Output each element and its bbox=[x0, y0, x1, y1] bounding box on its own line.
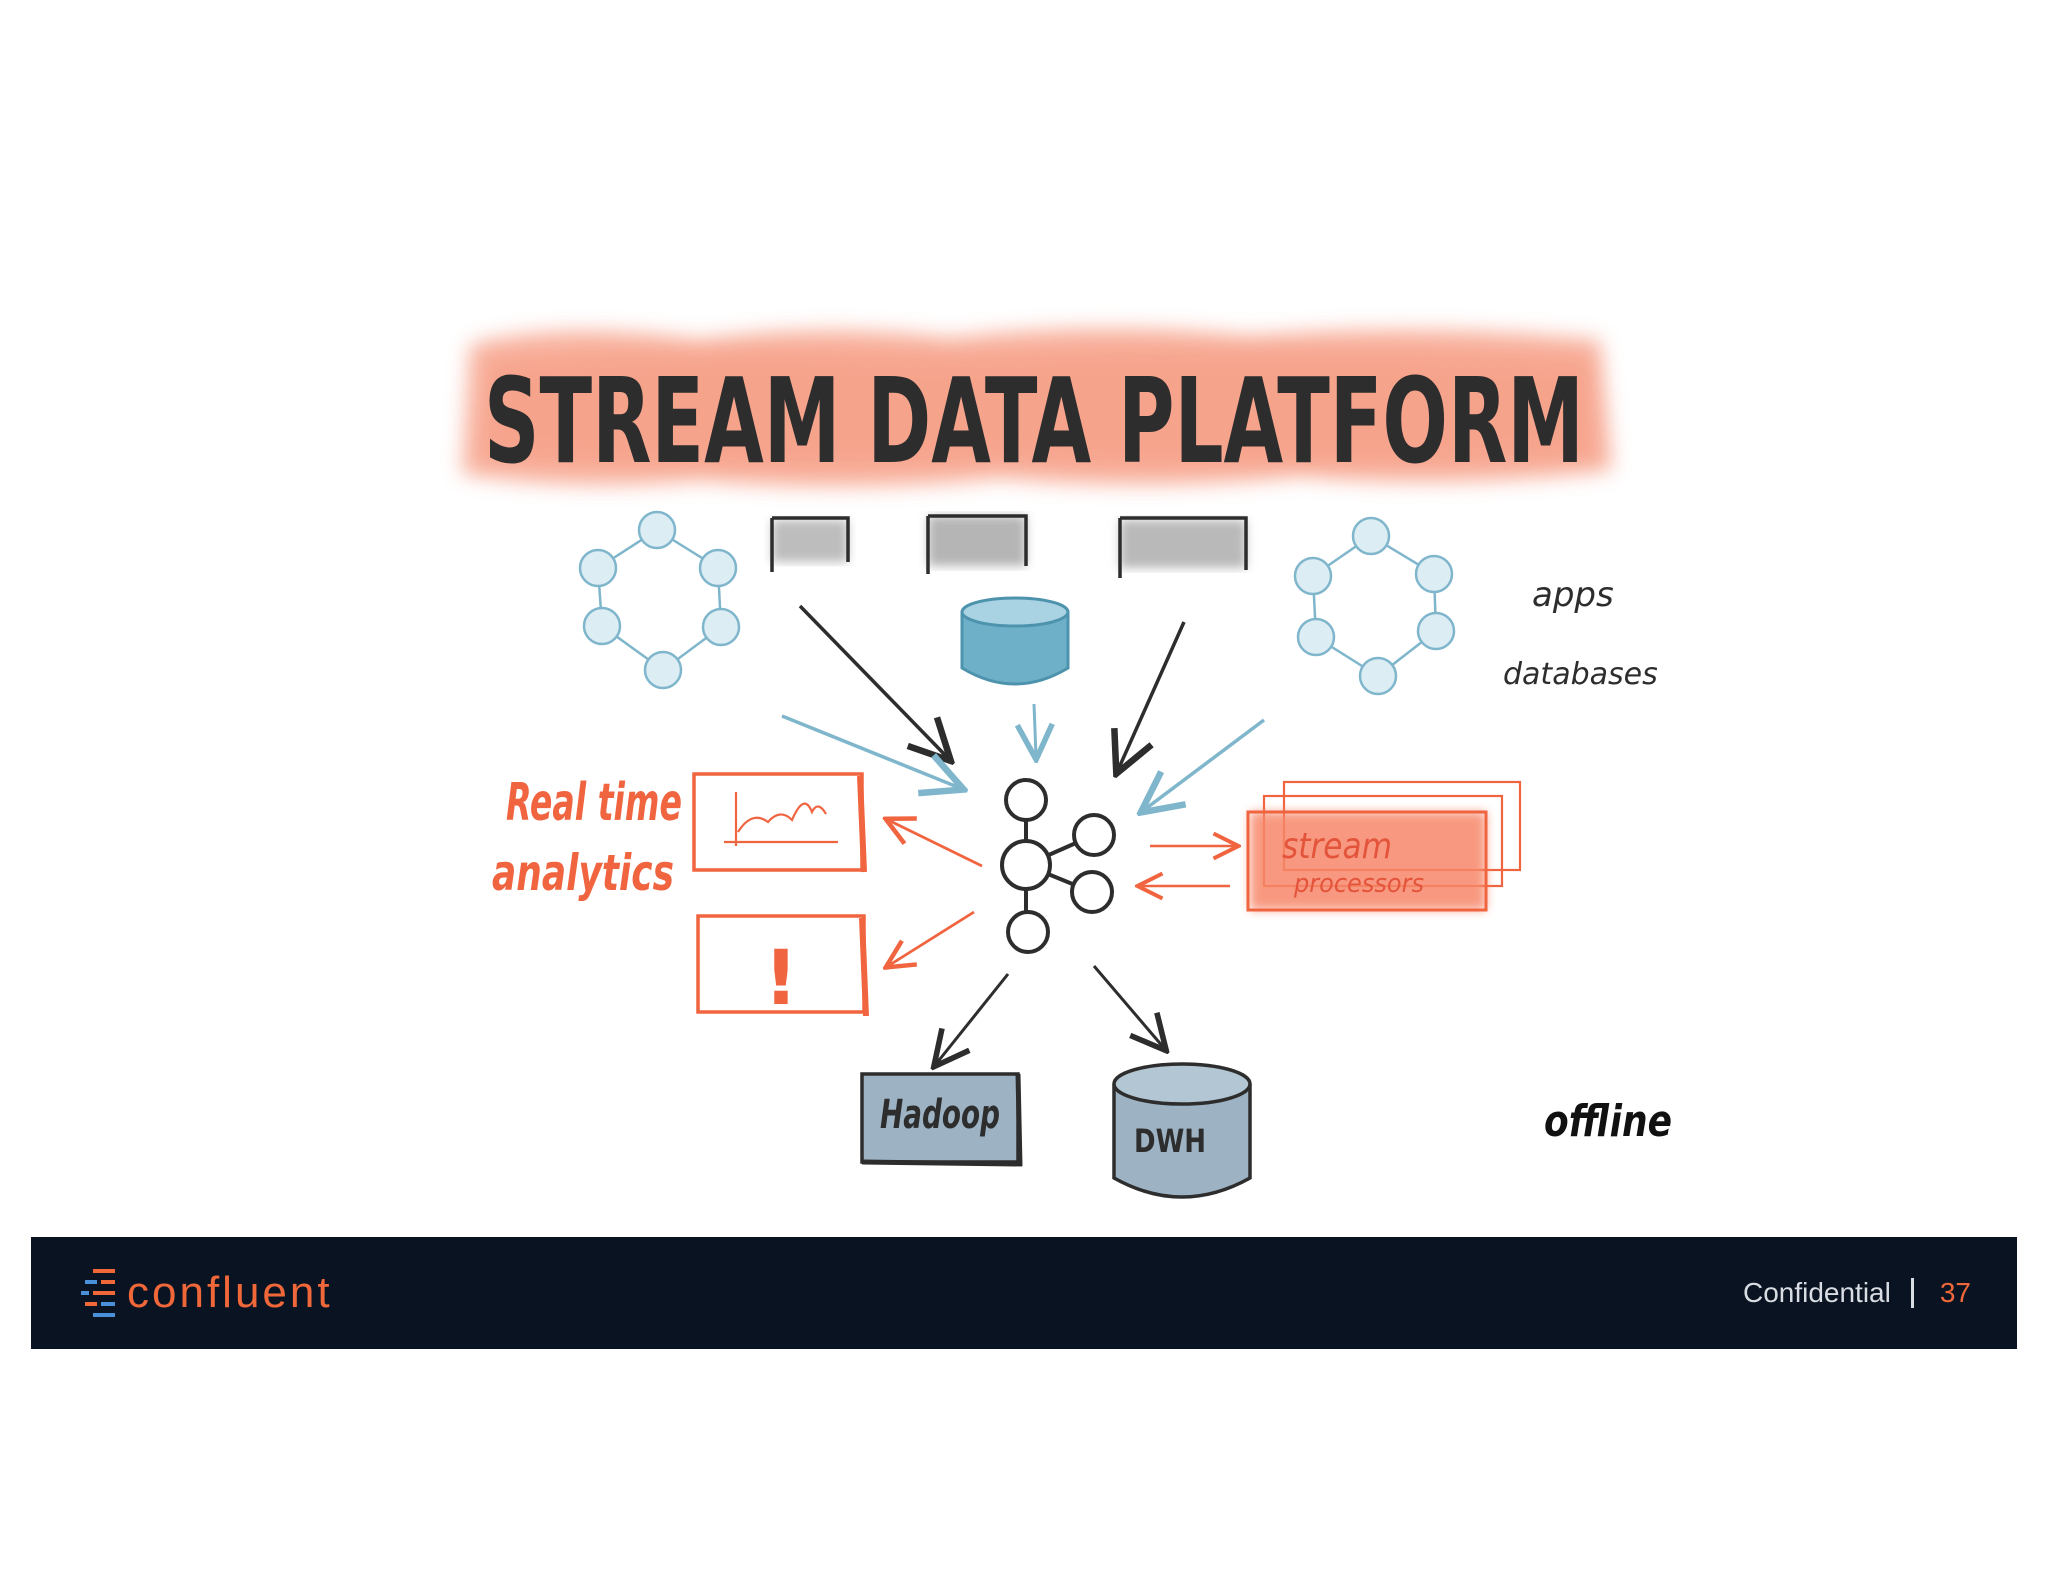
footer-divider bbox=[1910, 1278, 1914, 1308]
footer-bar: confluent Confidential 37 bbox=[31, 1237, 2017, 1349]
stream-data-platform-diagram: STREAM DATA PLATFORM bbox=[462, 328, 1672, 1199]
kafka-cluster-icon bbox=[1000, 778, 1116, 954]
arrow-kafka-to-dwh bbox=[1092, 965, 1164, 1048]
diagram-title: STREAM DATA PLATFORM bbox=[484, 352, 1584, 490]
dwh-database-icon bbox=[1112, 1062, 1252, 1199]
apps-label: apps bbox=[1532, 575, 1614, 615]
offline-label: offline bbox=[1544, 1096, 1672, 1147]
stream-processors-line1: stream bbox=[1282, 826, 1392, 867]
arrow-right-cluster-to-kafka bbox=[1144, 718, 1266, 810]
arrow-kafka-to-alert bbox=[888, 910, 975, 966]
alert-box: ! bbox=[696, 914, 869, 1022]
logo-wordmark: confluent bbox=[127, 1268, 333, 1317]
app-box-1 bbox=[770, 516, 850, 572]
databases-label: databases bbox=[1503, 657, 1658, 692]
realtime-label-line2: analytics bbox=[492, 844, 674, 902]
confidential-label: Confidential bbox=[1742, 1277, 1891, 1308]
hadoop-label: Hadoop bbox=[880, 1092, 1000, 1138]
analytics-dashboard-box bbox=[692, 772, 867, 873]
arrow-db-to-kafka bbox=[1034, 703, 1036, 756]
stream-processors-stack bbox=[1246, 780, 1522, 912]
page-number: 37 bbox=[1939, 1277, 1971, 1308]
arrow-kafka-to-dashboard bbox=[888, 820, 983, 868]
arrow-app3-to-kafka bbox=[1118, 621, 1186, 770]
hadoop-box bbox=[860, 1072, 1023, 1167]
confluent-logo-icon bbox=[81, 1269, 115, 1317]
app-box-3 bbox=[1118, 516, 1248, 578]
alert-mark: ! bbox=[764, 933, 799, 1022]
app-cluster-right bbox=[1293, 516, 1456, 696]
arrow-app1-to-kafka bbox=[798, 604, 948, 758]
arrow-left-cluster-to-kafka bbox=[781, 714, 960, 788]
footer-meta: Confidential 37 bbox=[1743, 1237, 1971, 1349]
app-box-2 bbox=[926, 514, 1028, 574]
stream-processors-line2: processors bbox=[1293, 869, 1424, 899]
realtime-label-line1: Real time bbox=[506, 773, 682, 833]
dwh-label: DWH bbox=[1134, 1122, 1206, 1160]
source-database-icon bbox=[960, 596, 1070, 686]
title-highlight bbox=[462, 328, 1612, 487]
app-cluster-left bbox=[578, 510, 741, 690]
confluent-logo[interactable]: confluent bbox=[79, 1265, 333, 1321]
arrow-kafka-to-hadoop bbox=[936, 973, 1010, 1064]
line-chart-icon bbox=[724, 792, 838, 846]
